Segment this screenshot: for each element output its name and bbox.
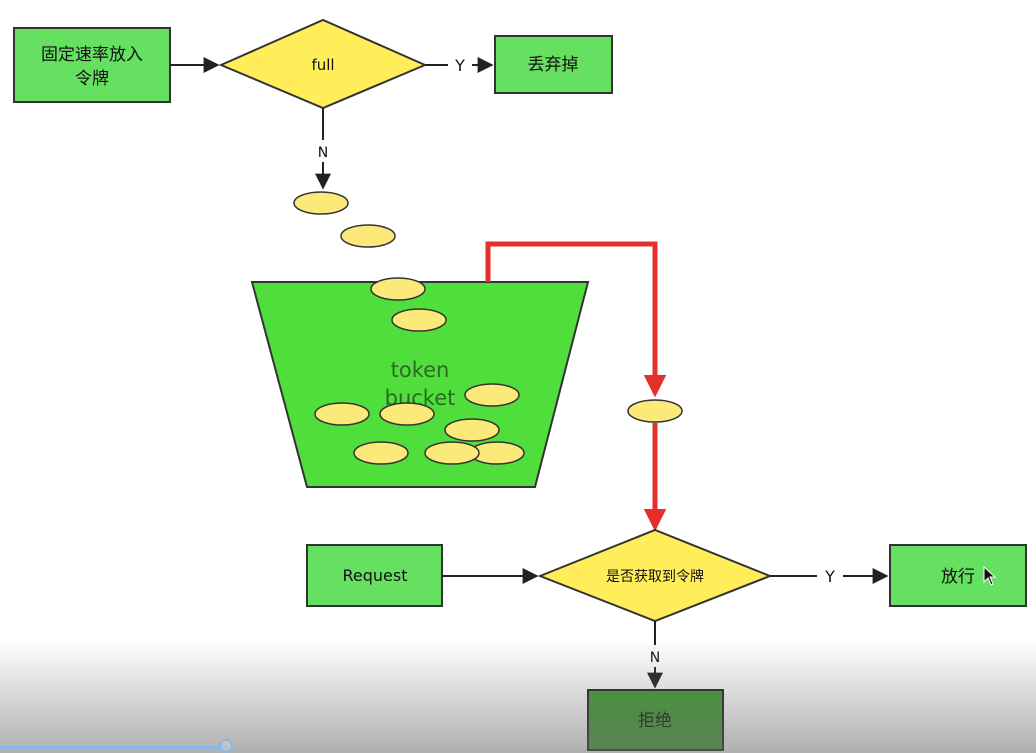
falling-token (340, 224, 396, 248)
token-bucket: token bucket (250, 281, 590, 488)
video-progress-handle[interactable] (219, 739, 233, 753)
request-label: Request (343, 566, 408, 585)
allow-node: 放行 (889, 544, 1027, 607)
reject-node: 拒绝 (587, 689, 724, 751)
allow-label: 放行 (941, 567, 975, 587)
full-label: full (311, 56, 334, 74)
fill-tokens-node: 固定速率放入 令牌 (13, 27, 171, 103)
fill-tokens-label-line2: 令牌 (75, 69, 109, 89)
full-no-label: N (318, 145, 328, 161)
fill-tokens-label-line1: 固定速率放入 (41, 45, 143, 65)
discard-node: 丢弃掉 (494, 35, 613, 94)
request-node: Request (306, 544, 443, 607)
bucket-token (444, 418, 500, 442)
bucket-token (464, 383, 520, 407)
video-progress-bar[interactable] (0, 746, 225, 749)
falling-token (293, 191, 349, 215)
mouse-pointer-icon (983, 566, 997, 586)
taken-token (627, 399, 683, 423)
discard-label: 丢弃掉 (528, 55, 579, 75)
bucket-token (314, 402, 370, 426)
full-decision-node: full (218, 18, 428, 110)
bucket-token (379, 402, 435, 426)
full-yes-label: Y (454, 56, 465, 75)
bucket-label-line1: token (391, 358, 450, 382)
bucket-token (424, 441, 480, 465)
get-yes-label: Y (824, 567, 835, 586)
get-no-label: N (650, 650, 660, 666)
bucket-token (353, 441, 409, 465)
bucket-token (370, 277, 426, 301)
token-take-path (485, 241, 667, 398)
reject-label: 拒绝 (638, 711, 672, 731)
get-token-decision-node: 是否获取到令牌 (537, 528, 773, 623)
get-token-label: 是否获取到令牌 (606, 568, 704, 585)
bucket-token (391, 308, 447, 332)
